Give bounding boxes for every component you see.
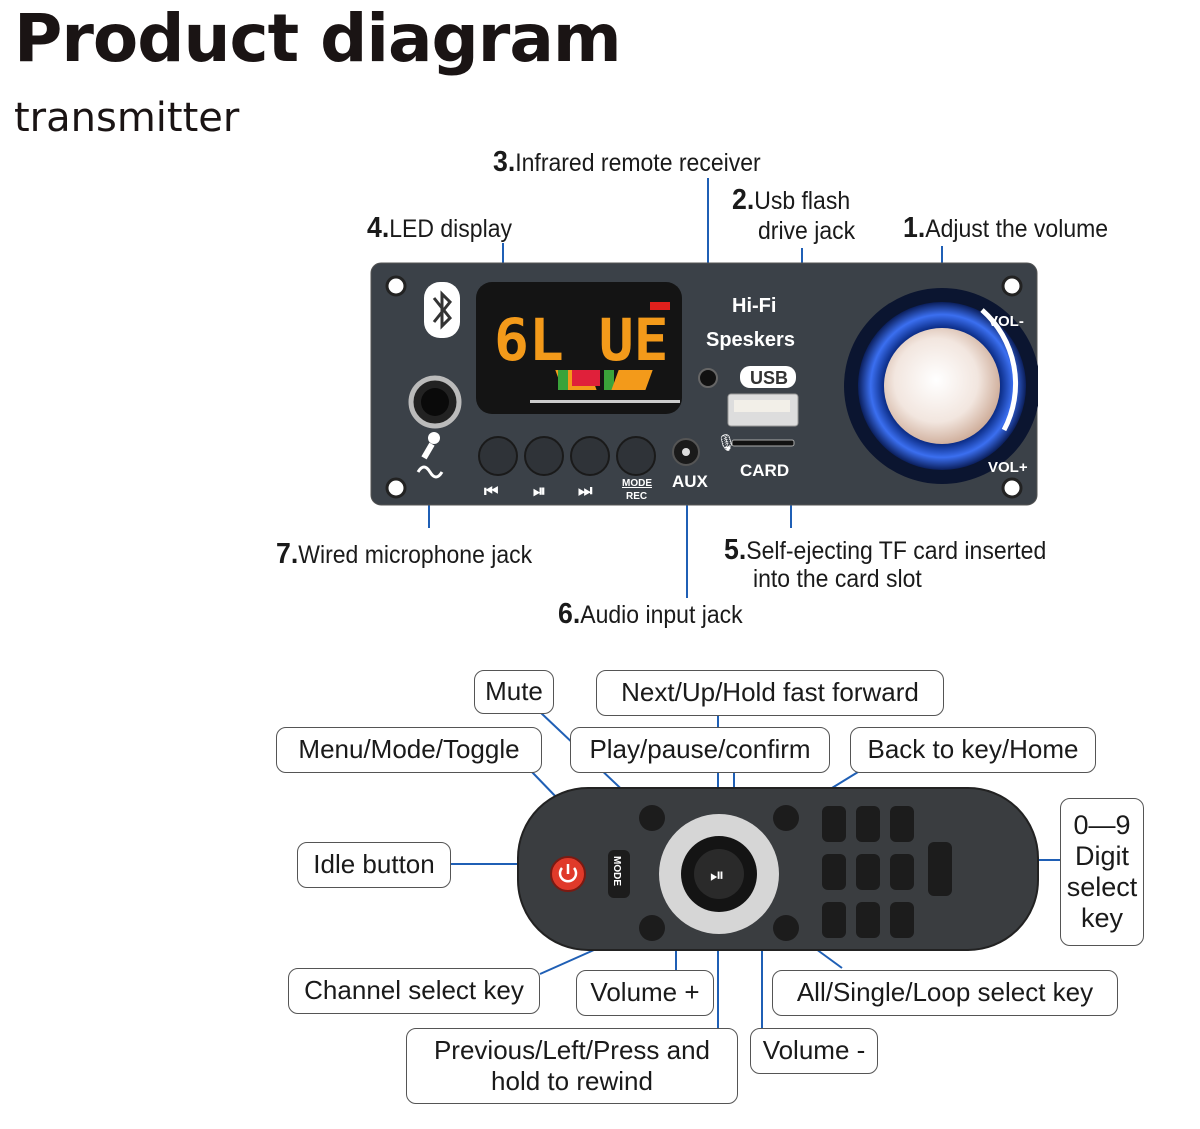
- tf-card-slot[interactable]: [731, 439, 795, 447]
- play-pause-button[interactable]: [524, 436, 564, 476]
- callout-usb: 2.Usb flash: [732, 184, 851, 216]
- mode-rec-button[interactable]: [616, 436, 656, 476]
- page-title: Product diagram: [14, 0, 622, 77]
- prev-icon: ⏮: [484, 483, 498, 500]
- remote-channel-button[interactable]: [639, 915, 665, 941]
- vol-minus-label: VOL-: [988, 313, 1024, 330]
- digit-key[interactable]: [890, 806, 914, 842]
- label-previous: Previous/Left/Press and hold to rewind: [406, 1028, 738, 1104]
- next-icon: ⏭: [578, 483, 593, 500]
- callout-led-display: 4.LED display: [367, 212, 512, 244]
- label-play: Play/pause/confirm: [570, 727, 830, 773]
- power-icon: [558, 867, 578, 883]
- play-pause-icon: ⏯: [533, 483, 546, 500]
- led-spectrum: [555, 370, 653, 390]
- microphone-icon: [416, 432, 444, 479]
- mic-small-icon: 🎙: [716, 434, 736, 452]
- page-subtitle: transmitter: [14, 95, 240, 141]
- rec-label: REC: [626, 491, 647, 502]
- digit-key[interactable]: [890, 902, 914, 938]
- mode-label: MODE: [622, 478, 652, 489]
- transmitter-panel: 6L UE Hi-Fi Speskers USB CARD 🎙 ⏮ ⏯ ⏭ MO…: [370, 262, 1038, 506]
- vol-plus-label: VOL+: [988, 459, 1028, 476]
- ir-receiver: [698, 368, 718, 388]
- svg-text:MODE: MODE: [611, 856, 622, 886]
- play-pause-icon: ⏯: [710, 865, 724, 885]
- usb-label: USB: [750, 368, 788, 388]
- digit-keypad: [822, 806, 952, 938]
- prev-button[interactable]: [478, 436, 518, 476]
- remote-loop-button[interactable]: [773, 915, 799, 941]
- digit-key[interactable]: [856, 806, 880, 842]
- speakers-label: Speskers: [706, 329, 795, 351]
- label-next: Next/Up/Hold fast forward: [596, 670, 944, 716]
- digit-key[interactable]: [822, 854, 846, 890]
- volume-arc: [980, 308, 1019, 432]
- led-progress: [530, 400, 680, 403]
- label-mute: Mute: [474, 670, 554, 714]
- volume-knob[interactable]: [884, 328, 1000, 444]
- callout-mic-jack: 7.Wired microphone jack: [276, 538, 533, 570]
- digit-key[interactable]: [822, 902, 846, 938]
- screw-hole: [385, 275, 407, 297]
- remote-control: MODE ⏯: [517, 787, 1039, 951]
- callout-volume: 1.Adjust the volume: [903, 212, 1109, 244]
- led-battery-indicator: [650, 302, 670, 310]
- digit-key[interactable]: [856, 854, 880, 890]
- screw-hole: [1001, 275, 1023, 297]
- screw-hole: [1001, 477, 1023, 499]
- label-digits: 0—9 Digit select key: [1060, 798, 1144, 946]
- callout-aux: 6.Audio input jack: [558, 598, 743, 630]
- bluetooth-icon: [432, 290, 453, 330]
- callout-tf-card-line2: into the card slot: [753, 565, 922, 593]
- label-menu: Menu/Mode/Toggle: [276, 727, 542, 773]
- label-volume-minus: Volume -: [750, 1028, 878, 1074]
- callout-ir-receiver: 3.Infrared remote receiver: [493, 146, 761, 178]
- digit-key-0[interactable]: [928, 842, 952, 896]
- led-display-text: 6L UE: [494, 306, 669, 374]
- label-idle: Idle button: [297, 842, 451, 888]
- callout-usb-line2: drive jack: [758, 217, 856, 245]
- hifi-label: Hi-Fi: [732, 295, 776, 317]
- callout-tf-card: 5.Self-ejecting TF card inserted: [724, 534, 1047, 566]
- screw-hole: [385, 477, 407, 499]
- remote-back-button[interactable]: [773, 805, 799, 831]
- aux-label: AUX: [672, 472, 709, 491]
- label-volume-plus: Volume +: [576, 970, 714, 1016]
- usb-badge: [740, 366, 796, 388]
- card-label: CARD: [740, 461, 789, 480]
- remote-eq-button[interactable]: [639, 805, 665, 831]
- next-button[interactable]: [570, 436, 610, 476]
- remote-mode-button[interactable]: [608, 850, 630, 898]
- label-channel: Channel select key: [288, 968, 540, 1014]
- digit-key[interactable]: [856, 902, 880, 938]
- label-back: Back to key/Home: [850, 727, 1096, 773]
- digit-key[interactable]: [890, 854, 914, 890]
- label-loop: All/Single/Loop select key: [772, 970, 1118, 1016]
- digit-key[interactable]: [822, 806, 846, 842]
